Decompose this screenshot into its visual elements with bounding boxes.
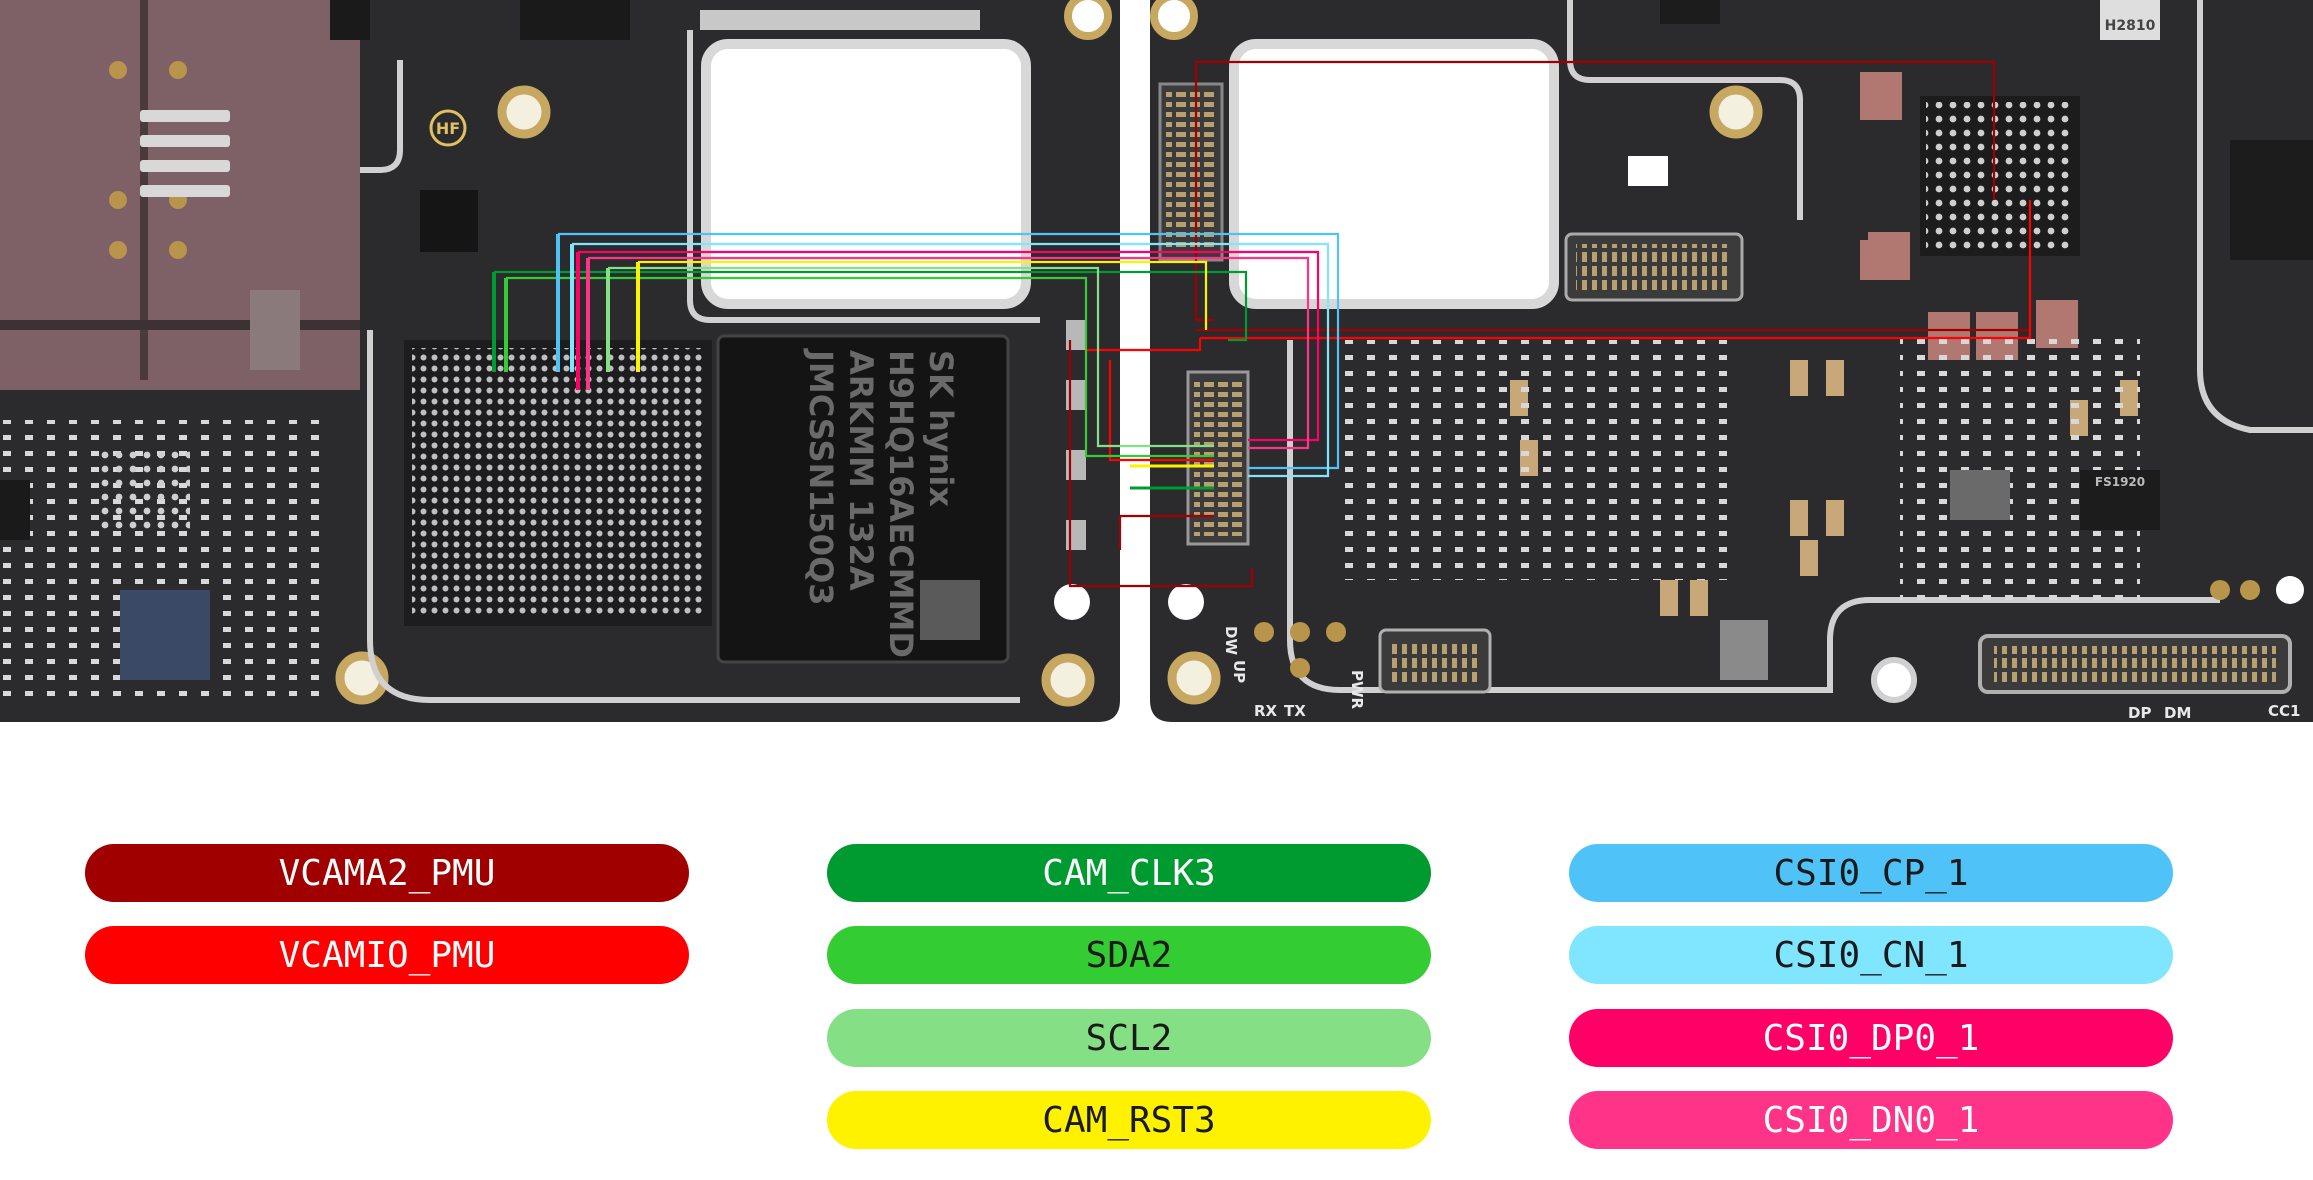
signal-traces — [492, 60, 2032, 588]
silk-dw: DW — [1222, 626, 1240, 655]
silk-fs1920: FS1920 — [2095, 475, 2145, 489]
chip-code: ARKMM 132A — [842, 350, 880, 591]
legend-cam-clk3: CAM_CLK3 — [827, 844, 1431, 902]
legend-csi0-cn-1: CSI0_CN_1 — [1569, 926, 2173, 984]
chip-part: H9HQ16AECMMD — [882, 350, 920, 658]
legend-vcama2-pmu: VCAMA2_PMU — [85, 844, 689, 902]
silk-hf: HF — [436, 119, 460, 138]
chip-brand: SK hynix — [922, 350, 960, 507]
pcb-board-photo: HF SK hynix H9HQ16AECMMD ARKMM 132A JMCS… — [0, 0, 2313, 722]
right-board: H2810 FS1920 — [1150, 0, 2313, 722]
legend-csi0-cp-1: CSI0_CP_1 — [1569, 844, 2173, 902]
legend-scl2: SCL2 — [827, 1009, 1431, 1067]
legend-sda2: SDA2 — [827, 926, 1431, 984]
chip-lot: JMCSSN150Q3 — [802, 348, 840, 606]
silk-h2810: H2810 — [2105, 18, 2156, 34]
silk-rx: RX — [1254, 702, 1278, 720]
silk-cc1: CC1 — [2268, 702, 2300, 720]
silk-dm: DM — [2164, 704, 2191, 722]
silk-dp: DP — [2128, 704, 2151, 722]
silk-tx: TX — [1284, 702, 1306, 720]
memory-chip: SK hynix H9HQ16AECMMD ARKMM 132A JMCSSN1… — [716, 334, 1010, 664]
silk-up: UP — [1230, 660, 1248, 683]
legend-cam-rst3: CAM_RST3 — [827, 1091, 1431, 1149]
legend-vcamio-pmu: VCAMIO_PMU — [85, 926, 689, 984]
legend-csi0-dn0-1: CSI0_DN0_1 — [1569, 1091, 2173, 1149]
silk-pwr: PWR — [1348, 670, 1366, 710]
legend-csi0-dp0-1: CSI0_DP0_1 — [1569, 1009, 2173, 1067]
